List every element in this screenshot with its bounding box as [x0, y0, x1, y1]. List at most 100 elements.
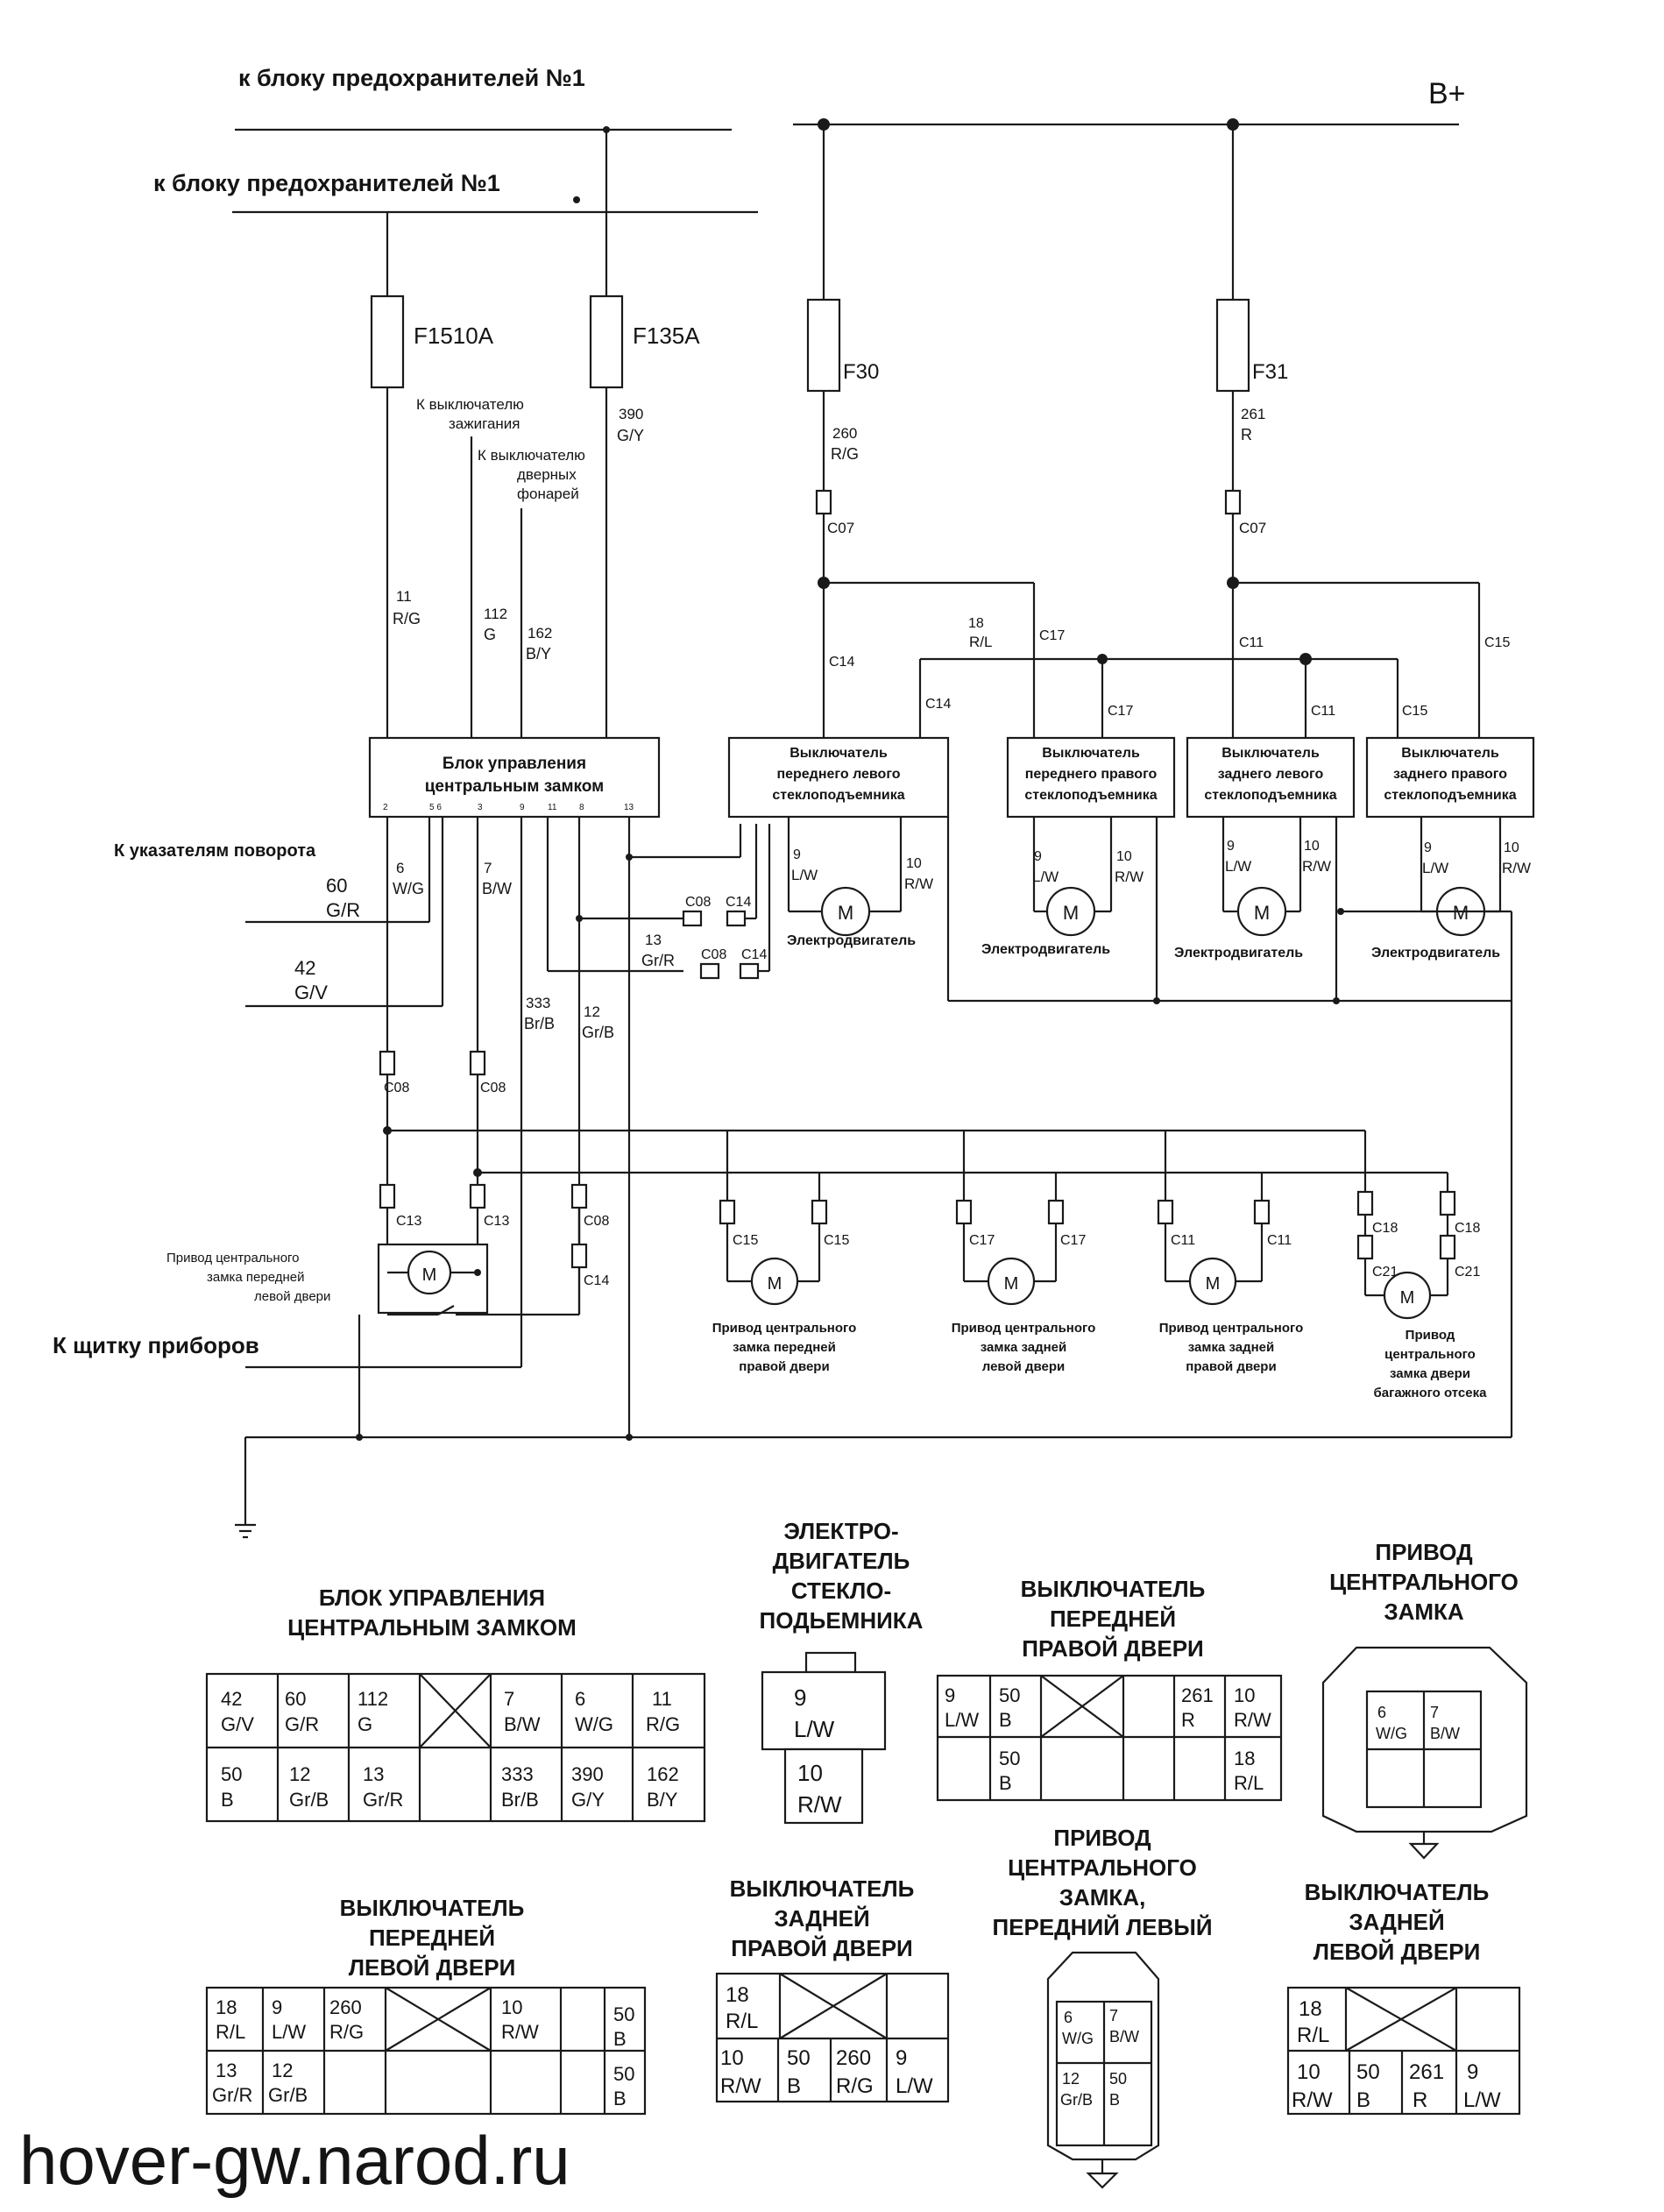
- svg-text:Выключатель: Выключатель: [1401, 746, 1499, 761]
- svg-text:10: 10: [1504, 840, 1519, 855]
- switch-ground-return: [946, 817, 1513, 1437]
- svg-text:M: M: [1453, 902, 1469, 924]
- svg-text:L/W: L/W: [896, 2074, 933, 2098]
- svg-text:L/W: L/W: [1225, 858, 1251, 875]
- svg-text:50: 50: [999, 1748, 1020, 1769]
- svg-text:R/W: R/W: [1115, 868, 1144, 885]
- svg-text:390: 390: [571, 1763, 604, 1785]
- svg-text:G/R: G/R: [326, 899, 360, 921]
- svg-text:260: 260: [832, 425, 857, 442]
- svg-text:C15: C15: [733, 1233, 758, 1248]
- svg-text:ЗАДНЕЙ: ЗАДНЕЙ: [1349, 1909, 1444, 1935]
- svg-text:50: 50: [787, 2046, 811, 2070]
- svg-text:Привод центрального: Привод центрального: [166, 1251, 300, 1266]
- svg-text:13: 13: [624, 803, 634, 812]
- svg-text:261: 261: [1409, 2060, 1444, 2084]
- svg-text:12: 12: [1062, 2070, 1080, 2088]
- svg-text:Gr/B: Gr/B: [1060, 2091, 1093, 2109]
- svg-text:C14: C14: [726, 895, 751, 910]
- window-motor-front-left: M 9 L/W 10 R/W Электродвигатель: [787, 817, 933, 948]
- svg-text:18: 18: [726, 1983, 749, 2007]
- svg-text:B/W: B/W: [504, 1713, 541, 1735]
- svg-text:11: 11: [548, 803, 557, 812]
- door-light-note-2: дверных: [517, 466, 577, 483]
- svg-text:9: 9: [520, 803, 525, 812]
- fuse-block-label-top: к блоку предохранителей №1: [238, 65, 585, 91]
- table-front-left-switch: ВЫКЛЮЧАТЕЛЬ ПЕРЕДНЕЙ ЛЕВОЙ ДВЕРИ 18 R/L …: [205, 1895, 647, 2116]
- svg-text:Электродвигатель: Электродвигатель: [981, 942, 1110, 957]
- actuator-rear-right: C11 C11 M Привод центрального замка задн…: [1157, 1131, 1303, 1374]
- ignition-note-2: зажигания: [449, 415, 520, 432]
- svg-text:B: B: [1109, 2091, 1120, 2109]
- svg-text:Электродвигатель: Электродвигатель: [1371, 946, 1500, 961]
- svg-text:багажного отсека: багажного отсека: [1374, 1386, 1488, 1400]
- svg-text:10: 10: [1116, 849, 1132, 864]
- svg-text:ПЕРЕДНИЙ ЛЕВЫЙ: ПЕРЕДНИЙ ЛЕВЫЙ: [992, 1914, 1212, 1940]
- svg-text:333: 333: [526, 995, 550, 1011]
- svg-text:ВЫКЛЮЧАТЕЛЬ: ВЫКЛЮЧАТЕЛЬ: [1021, 1576, 1206, 1602]
- svg-text:7: 7: [504, 1688, 514, 1710]
- svg-text:M: M: [768, 1274, 782, 1294]
- power-buses: к блоку предохранителей №1 к блоку предо…: [153, 65, 1466, 214]
- svg-text:B/Y: B/Y: [647, 1789, 678, 1811]
- svg-text:левой двери: левой двери: [254, 1289, 330, 1304]
- svg-text:R/G: R/G: [836, 2074, 874, 2098]
- door-light-note-3: фонарей: [517, 486, 579, 502]
- svg-text:112: 112: [484, 606, 507, 622]
- svg-text:C15: C15: [824, 1233, 849, 1248]
- svg-text:390: 390: [619, 406, 643, 422]
- svg-text:B/W: B/W: [1109, 2028, 1139, 2045]
- svg-text:7: 7: [1430, 1704, 1439, 1721]
- ecu-input-wire-labels: 11 R/G 112 G 162 B/Y 390 G/Y: [393, 406, 644, 663]
- fuse-f1510a-label: F1510A: [414, 323, 494, 349]
- switch-front-left: Выключатель переднего левого стеклоподъе…: [727, 736, 950, 819]
- svg-text:ЦЕНТРАЛЬНОГО: ЦЕНТРАЛЬНОГО: [1008, 1854, 1197, 1881]
- svg-text:ПОДЬЕМНИКА: ПОДЬЕМНИКА: [760, 1607, 924, 1634]
- svg-text:60: 60: [326, 875, 347, 897]
- svg-text:50: 50: [613, 2063, 634, 2085]
- central-lock-ecu: Блок управления центральным замком 2 5 6…: [368, 736, 661, 819]
- svg-text:12: 12: [289, 1763, 310, 1785]
- svg-text:B/W: B/W: [1430, 1725, 1460, 1742]
- svg-text:G: G: [358, 1713, 372, 1735]
- svg-text:42: 42: [294, 957, 315, 979]
- ground: [235, 1315, 1512, 1539]
- notes: К выключателю зажигания К выключателю дв…: [416, 396, 585, 738]
- svg-text:11: 11: [396, 588, 412, 605]
- svg-text:B: B: [221, 1789, 234, 1811]
- fuse-f30: F30: [806, 124, 879, 491]
- svg-text:замка задней: замка задней: [1188, 1340, 1274, 1355]
- ignition-note-1: К выключателю: [416, 396, 524, 413]
- svg-text:50: 50: [613, 2003, 634, 2025]
- svg-text:Блок управления: Блок управления: [443, 755, 586, 773]
- svg-text:R/W: R/W: [1302, 858, 1331, 875]
- fuse-f31-label: F31: [1252, 360, 1288, 384]
- ecu-output-wires: [386, 817, 740, 1437]
- svg-text:G: G: [484, 626, 496, 643]
- svg-text:13: 13: [645, 932, 662, 948]
- svg-text:12: 12: [272, 2060, 293, 2081]
- svg-text:L/W: L/W: [1463, 2088, 1501, 2112]
- svg-text:9: 9: [1227, 839, 1235, 854]
- turn-signal-note: К указателям поворота: [114, 841, 316, 861]
- svg-text:9: 9: [1034, 849, 1042, 864]
- svg-text:333: 333: [501, 1763, 534, 1785]
- svg-text:6: 6: [575, 1688, 585, 1710]
- svg-text:G/V: G/V: [294, 982, 328, 1003]
- svg-text:L/W: L/W: [272, 2021, 306, 2043]
- svg-text:9: 9: [794, 1684, 806, 1711]
- svg-text:B/W: B/W: [482, 880, 512, 897]
- svg-text:C15: C15: [1484, 635, 1510, 650]
- svg-text:замка передней: замка передней: [207, 1270, 305, 1285]
- svg-text:R/G: R/G: [393, 610, 421, 627]
- svg-text:R/W: R/W: [1292, 2088, 1333, 2112]
- actuator-front-right: C15 C15 M Привод центрального замка пере…: [712, 1131, 856, 1374]
- svg-text:R/L: R/L: [216, 2021, 245, 2043]
- svg-text:6: 6: [1377, 1704, 1386, 1721]
- svg-text:M: M: [1004, 1274, 1019, 1294]
- window-switch-feed: 260 R/G 261 R C07 C07 18 R/L C14 C17 C11…: [815, 406, 1510, 738]
- svg-text:R: R: [1413, 2088, 1427, 2112]
- svg-text:L/W: L/W: [791, 867, 818, 883]
- window-motor-rear-left: M 9 L/W 10 R/W Электродвигатель: [1174, 817, 1331, 961]
